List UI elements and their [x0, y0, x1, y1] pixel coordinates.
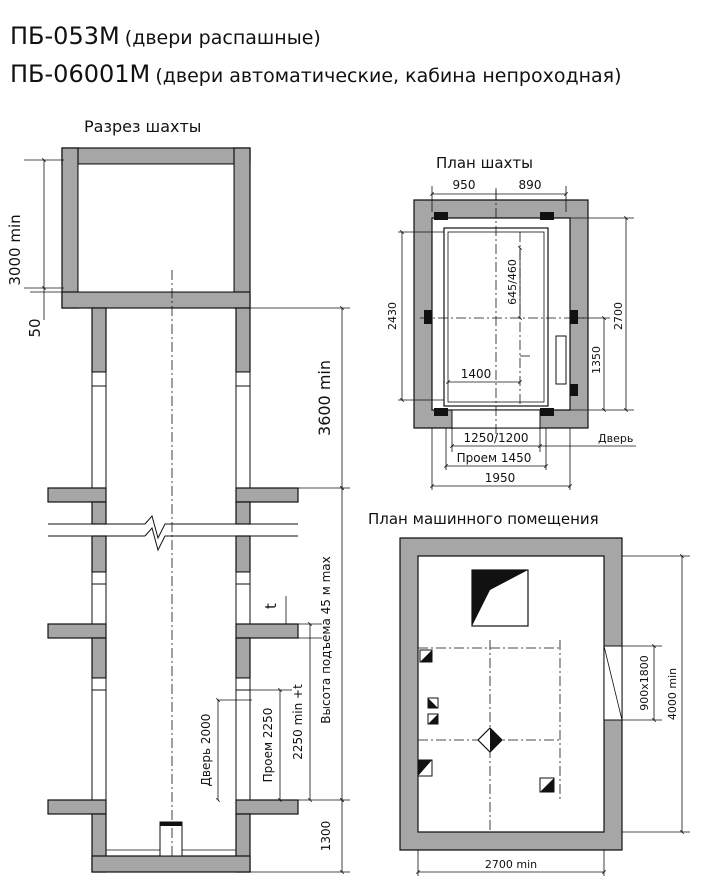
door-label: Дверь — [598, 432, 633, 445]
buffer-top — [160, 822, 182, 826]
dim-50-label: 50 — [26, 318, 44, 337]
rail-right — [570, 310, 578, 324]
shaft-wall-left-2 — [91, 501, 107, 525]
section-heading: Разрез шахты — [84, 117, 201, 136]
door-opening-left-1 — [91, 385, 107, 489]
floor-slab-right-1 — [235, 487, 299, 503]
equipment-4-fill — [418, 760, 432, 776]
dim-2700-mr-label: 2700 min — [485, 858, 537, 871]
dim-overhead-label: 3000 min — [6, 214, 24, 285]
dim-1950-label: 1950 — [485, 471, 516, 485]
floor-slab-left-3 — [47, 799, 107, 815]
door-lintel-right-1 — [235, 371, 251, 387]
machine-room-heading: План машинного помещения — [368, 510, 599, 528]
window-diagonal — [603, 645, 623, 721]
shaft-wall-left-4 — [91, 637, 107, 679]
buffer — [159, 821, 183, 857]
dim-pit-label: 1300 — [319, 821, 333, 852]
shaft-wall-right-2 — [235, 501, 251, 525]
door-lintel-right-2 — [235, 571, 251, 585]
shaft-wall-left-1 — [91, 307, 107, 373]
counterweight — [555, 335, 567, 385]
machine-room-space — [77, 163, 235, 293]
shaft-section: Разрез шахты — [6, 117, 350, 874]
door-opening-right-2 — [235, 583, 251, 625]
door-opening-left-3 — [91, 689, 107, 801]
pit-floor — [91, 855, 251, 873]
floor-slab-right-2 — [235, 623, 299, 639]
dim-opening-label: Проем 2250 — [261, 708, 275, 783]
dim-window-label: 900x1800 — [638, 655, 651, 711]
door-opening-right-1 — [235, 385, 251, 489]
shaft-plan-heading: План шахты — [436, 154, 533, 172]
dim-t-label: t — [262, 603, 280, 609]
machine-room-left-wall — [61, 147, 79, 309]
door-lintel-right-3 — [235, 677, 251, 691]
rail-bottom-left — [434, 408, 448, 416]
rail-bottom-right — [540, 408, 554, 416]
shaft-wall-left-3 — [91, 535, 107, 573]
break-line-zigzag-2 — [144, 526, 298, 552]
equipment-1-fill — [420, 650, 432, 662]
dim-950-label: 950 — [453, 178, 476, 192]
break-line-zigzag-1 — [144, 514, 298, 540]
dim-1400-label: 1400 — [461, 367, 492, 381]
model-note-2: (двери автоматические, кабина непроходна… — [155, 65, 622, 87]
rail-top-right — [540, 212, 554, 220]
door-opening-left-2 — [91, 583, 107, 625]
floor-slab-right-3 — [235, 799, 299, 815]
rope-hole-fill — [490, 728, 502, 752]
dim-travel-label: Высота подъема 45 м max — [319, 556, 333, 723]
shaft-wall-right-4 — [235, 637, 251, 679]
machine-room-roof — [61, 147, 251, 165]
equipment-5-fill — [540, 778, 554, 792]
dim-door-label: Дверь 2000 — [199, 714, 213, 787]
equipment-3-fill — [428, 714, 438, 724]
rail-top-left — [434, 212, 448, 220]
shaft-wall-right-1 — [235, 307, 251, 373]
title-line-2: ПБ-06001М (двери автоматические, кабина … — [10, 60, 622, 88]
dim-2700-label: 2700 — [612, 302, 625, 330]
dim-645-label: 645/460 — [506, 259, 519, 305]
dim-top-floor-label: 3600 min — [315, 360, 334, 436]
door-opening-right-3 — [235, 689, 251, 801]
rail-left — [424, 310, 432, 324]
hoist-machine-fill — [472, 570, 528, 626]
machine-room-right-wall — [233, 147, 251, 309]
dim-890-label: 890 — [519, 178, 542, 192]
floor-slab-left-1 — [47, 487, 107, 503]
dim-2250t-label: 2250 min +t — [291, 684, 305, 760]
machine-room-floor — [61, 291, 251, 309]
door-lintel-left-1 — [91, 371, 107, 387]
model-name-1: ПБ-053М — [10, 22, 120, 50]
dim-2430-label: 2430 — [386, 302, 399, 330]
dim-4000-label: 4000 min — [666, 668, 679, 720]
machine-room-plan: План машинного помещения 900x1800 — [368, 510, 690, 876]
equipment-2-fill — [428, 698, 438, 708]
dim-1350-label: 1350 — [590, 346, 603, 374]
dim-1250-label: 1250/1200 — [463, 431, 528, 445]
rail-right-lower — [570, 384, 578, 396]
model-note-1: (двери распашные) — [124, 27, 321, 49]
door-lintel-left-2 — [91, 571, 107, 585]
shaft-wall-right-3 — [235, 535, 251, 573]
title-line-1: ПБ-053М (двери распашные) — [10, 22, 321, 50]
dim-opening-label: Проем 1450 — [457, 451, 532, 465]
shaft-plan: План шахты 950 890 2430 — [386, 154, 636, 490]
door-lintel-left-3 — [91, 677, 107, 691]
model-name-2: ПБ-06001М — [10, 60, 151, 88]
floor-slab-left-2 — [47, 623, 107, 639]
